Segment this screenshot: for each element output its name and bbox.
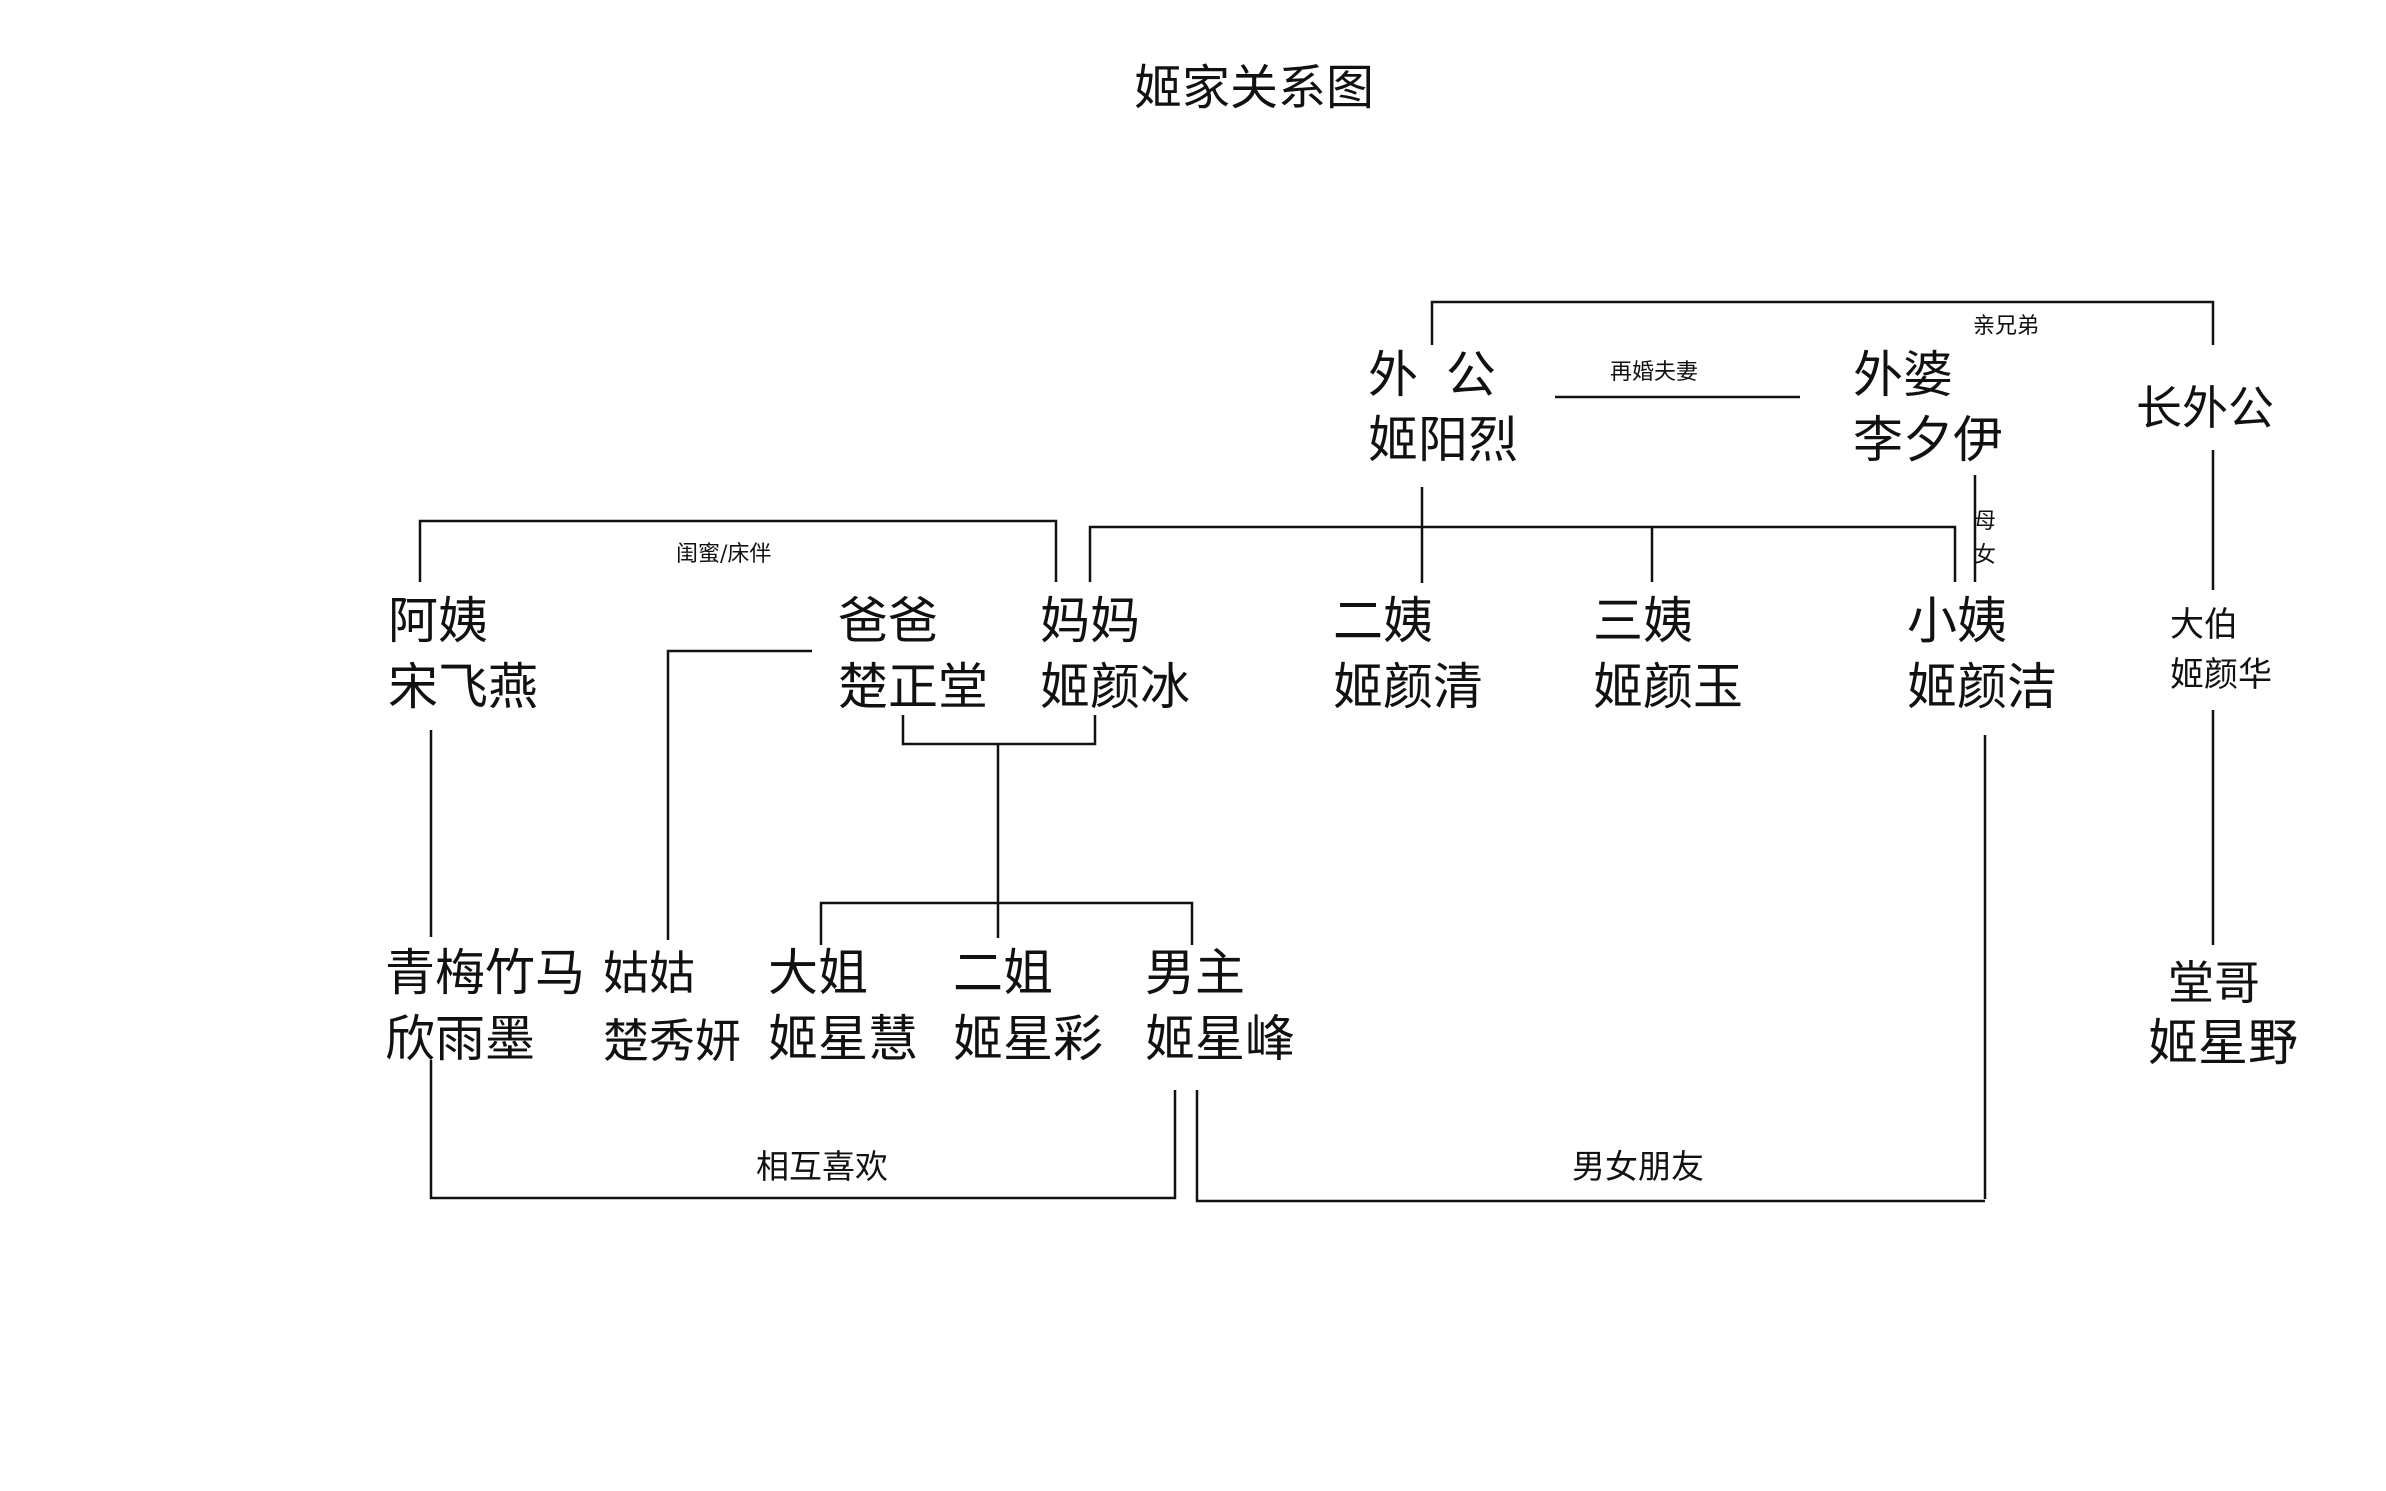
dabo-name: 姬颜华 bbox=[2170, 655, 2272, 695]
baba-name: 楚正堂 bbox=[838, 658, 988, 716]
gugu-role: 姑姑 bbox=[603, 946, 695, 1000]
changwaigong-role: 长外公 bbox=[2136, 381, 2274, 435]
eryi-role: 二姨 bbox=[1333, 592, 1433, 650]
relation-daughter: 女 bbox=[1974, 543, 1997, 568]
sanyi-role: 三姨 bbox=[1593, 592, 1693, 650]
relation-remarried: 再婚夫妻 bbox=[1610, 360, 1699, 385]
mama-role: 妈妈 bbox=[1040, 592, 1140, 650]
dajie-role: 大姐 bbox=[768, 944, 868, 1002]
relation-mutual-like: 相互喜欢 bbox=[756, 1147, 888, 1186]
dajie-name: 姬星慧 bbox=[768, 1010, 918, 1068]
gugu-name: 楚秀妍 bbox=[603, 1014, 741, 1068]
waigong-name: 姬阳烈 bbox=[1368, 411, 1518, 469]
nanzhu-name: 姬星峰 bbox=[1145, 1010, 1295, 1068]
erjie-name: 姬星彩 bbox=[953, 1010, 1103, 1068]
waipo-role: 外婆 bbox=[1853, 346, 1953, 404]
ayi-name: 宋飞燕 bbox=[388, 658, 538, 716]
eryi-name: 姬颜清 bbox=[1333, 658, 1483, 716]
mama-name: 姬颜冰 bbox=[1040, 658, 1190, 716]
waigong-role: 外 公 bbox=[1368, 346, 1502, 404]
dabo-role: 大伯 bbox=[2170, 605, 2238, 645]
relation-brothers: 亲兄弟 bbox=[1973, 314, 2040, 339]
qingmei-role: 青梅竹马 bbox=[385, 944, 585, 1002]
qingmei-name: 欣雨墨 bbox=[385, 1010, 535, 1068]
relation-couple: 男女朋友 bbox=[1572, 1147, 1704, 1186]
tangge-name: 姬星野 bbox=[2148, 1014, 2298, 1072]
tangge-role: 堂哥 bbox=[2168, 956, 2260, 1010]
relation-mother: 母 bbox=[1974, 509, 1997, 534]
baba-role: 爸爸 bbox=[838, 592, 938, 650]
erjie-role: 二姐 bbox=[953, 944, 1053, 1002]
xiaoyi-role: 小姨 bbox=[1907, 592, 2007, 650]
relation-bestie: 闺蜜/床伴 bbox=[676, 542, 772, 567]
waipo-name: 李夕伊 bbox=[1853, 411, 2003, 469]
sanyi-name: 姬颜玉 bbox=[1593, 658, 1743, 716]
diagram-title: 姬家关系图 bbox=[1134, 60, 1375, 116]
nanzhu-role: 男主 bbox=[1145, 944, 1245, 1002]
ayi-role: 阿姨 bbox=[388, 592, 488, 650]
xiaoyi-name: 姬颜洁 bbox=[1907, 658, 2057, 716]
